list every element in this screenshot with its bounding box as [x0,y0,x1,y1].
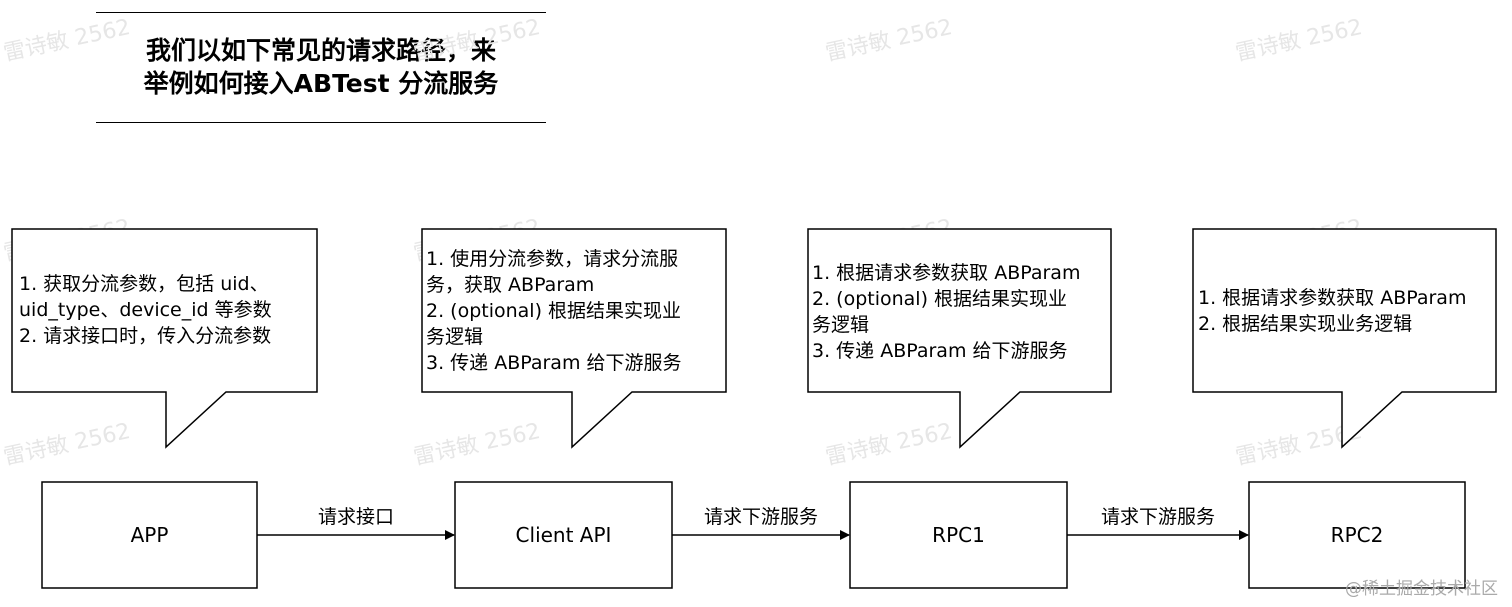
callout-line: 1. 根据请求参数获取 ABParam [1198,287,1467,309]
callout-line: 务逻辑 [426,326,484,348]
callout-line: 务，获取 ABParam [426,274,595,296]
callout-line: 2. 根据结果实现业务逻辑 [1198,313,1413,335]
callout-text-rpc1: 1. 根据请求参数获取 ABParam 2. (optional) 根据结果实现业… [812,260,1080,364]
callout-line: 2. 请求接口时，传入分流参数 [19,325,272,347]
title-bottom-rule [96,122,546,123]
edge-label: 请求下游服务 [1100,506,1215,528]
callout-line: 2. (optional) 根据结果实现业 [812,288,1068,310]
title-line-1: 我们以如下常见的请求路径，来 [145,36,496,65]
callout-rpc1 [807,228,1112,449]
diagram-title: 我们以如下常见的请求路径，来 举例如何接入ABTest 分流服务 [96,34,546,100]
edge-label: 请求下游服务 [703,506,818,528]
title-top-rule [96,12,546,13]
node-label-app: APP [130,523,169,547]
callout-line: 3. 传递 ABParam 给下游服务 [426,352,682,374]
node-box-client-api [454,481,673,589]
edge-label: 请求接口 [317,506,394,528]
callout-line: 2. (optional) 根据结果实现业 [426,300,682,322]
node-box-rpc2 [1248,481,1466,589]
footer-watermark: @稀土掘金技术社区 [1345,579,1498,599]
node-label-rpc2: RPC2 [1330,523,1384,547]
node-box-rpc1 [849,481,1068,589]
callout-line: 1. 使用分流参数，请求分流服 [426,248,679,270]
callout-text-client-api: 1. 使用分流参数，请求分流服务，获取 ABParam 2. (optional)… [426,246,682,376]
callout-text-rpc2: 1. 根据请求参数获取 ABParam 2. 根据结果实现业务逻辑 [1198,285,1466,337]
callout-line: 3. 传递 ABParam 给下游服务 [812,340,1068,362]
callout-line: 务逻辑 [812,314,870,336]
callout-client-api [421,228,727,449]
node-label-client-api: Client API [515,523,612,547]
callout-line: 1. 根据请求参数获取 ABParam [812,262,1081,284]
title-line-2: 举例如何接入ABTest 分流服务 [143,69,499,98]
callout-text-app: 1. 获取分流参数，包括 uid、 uid_type、device_id 等参数 2… [19,271,272,349]
callout-rpc2 [1192,228,1497,449]
node-label-rpc1: RPC1 [932,523,985,547]
callout-app [11,228,318,449]
callout-line: uid_type、device_id 等参数 [19,299,272,321]
callout-line: 1. 获取分流参数，包括 uid、 [19,273,269,295]
